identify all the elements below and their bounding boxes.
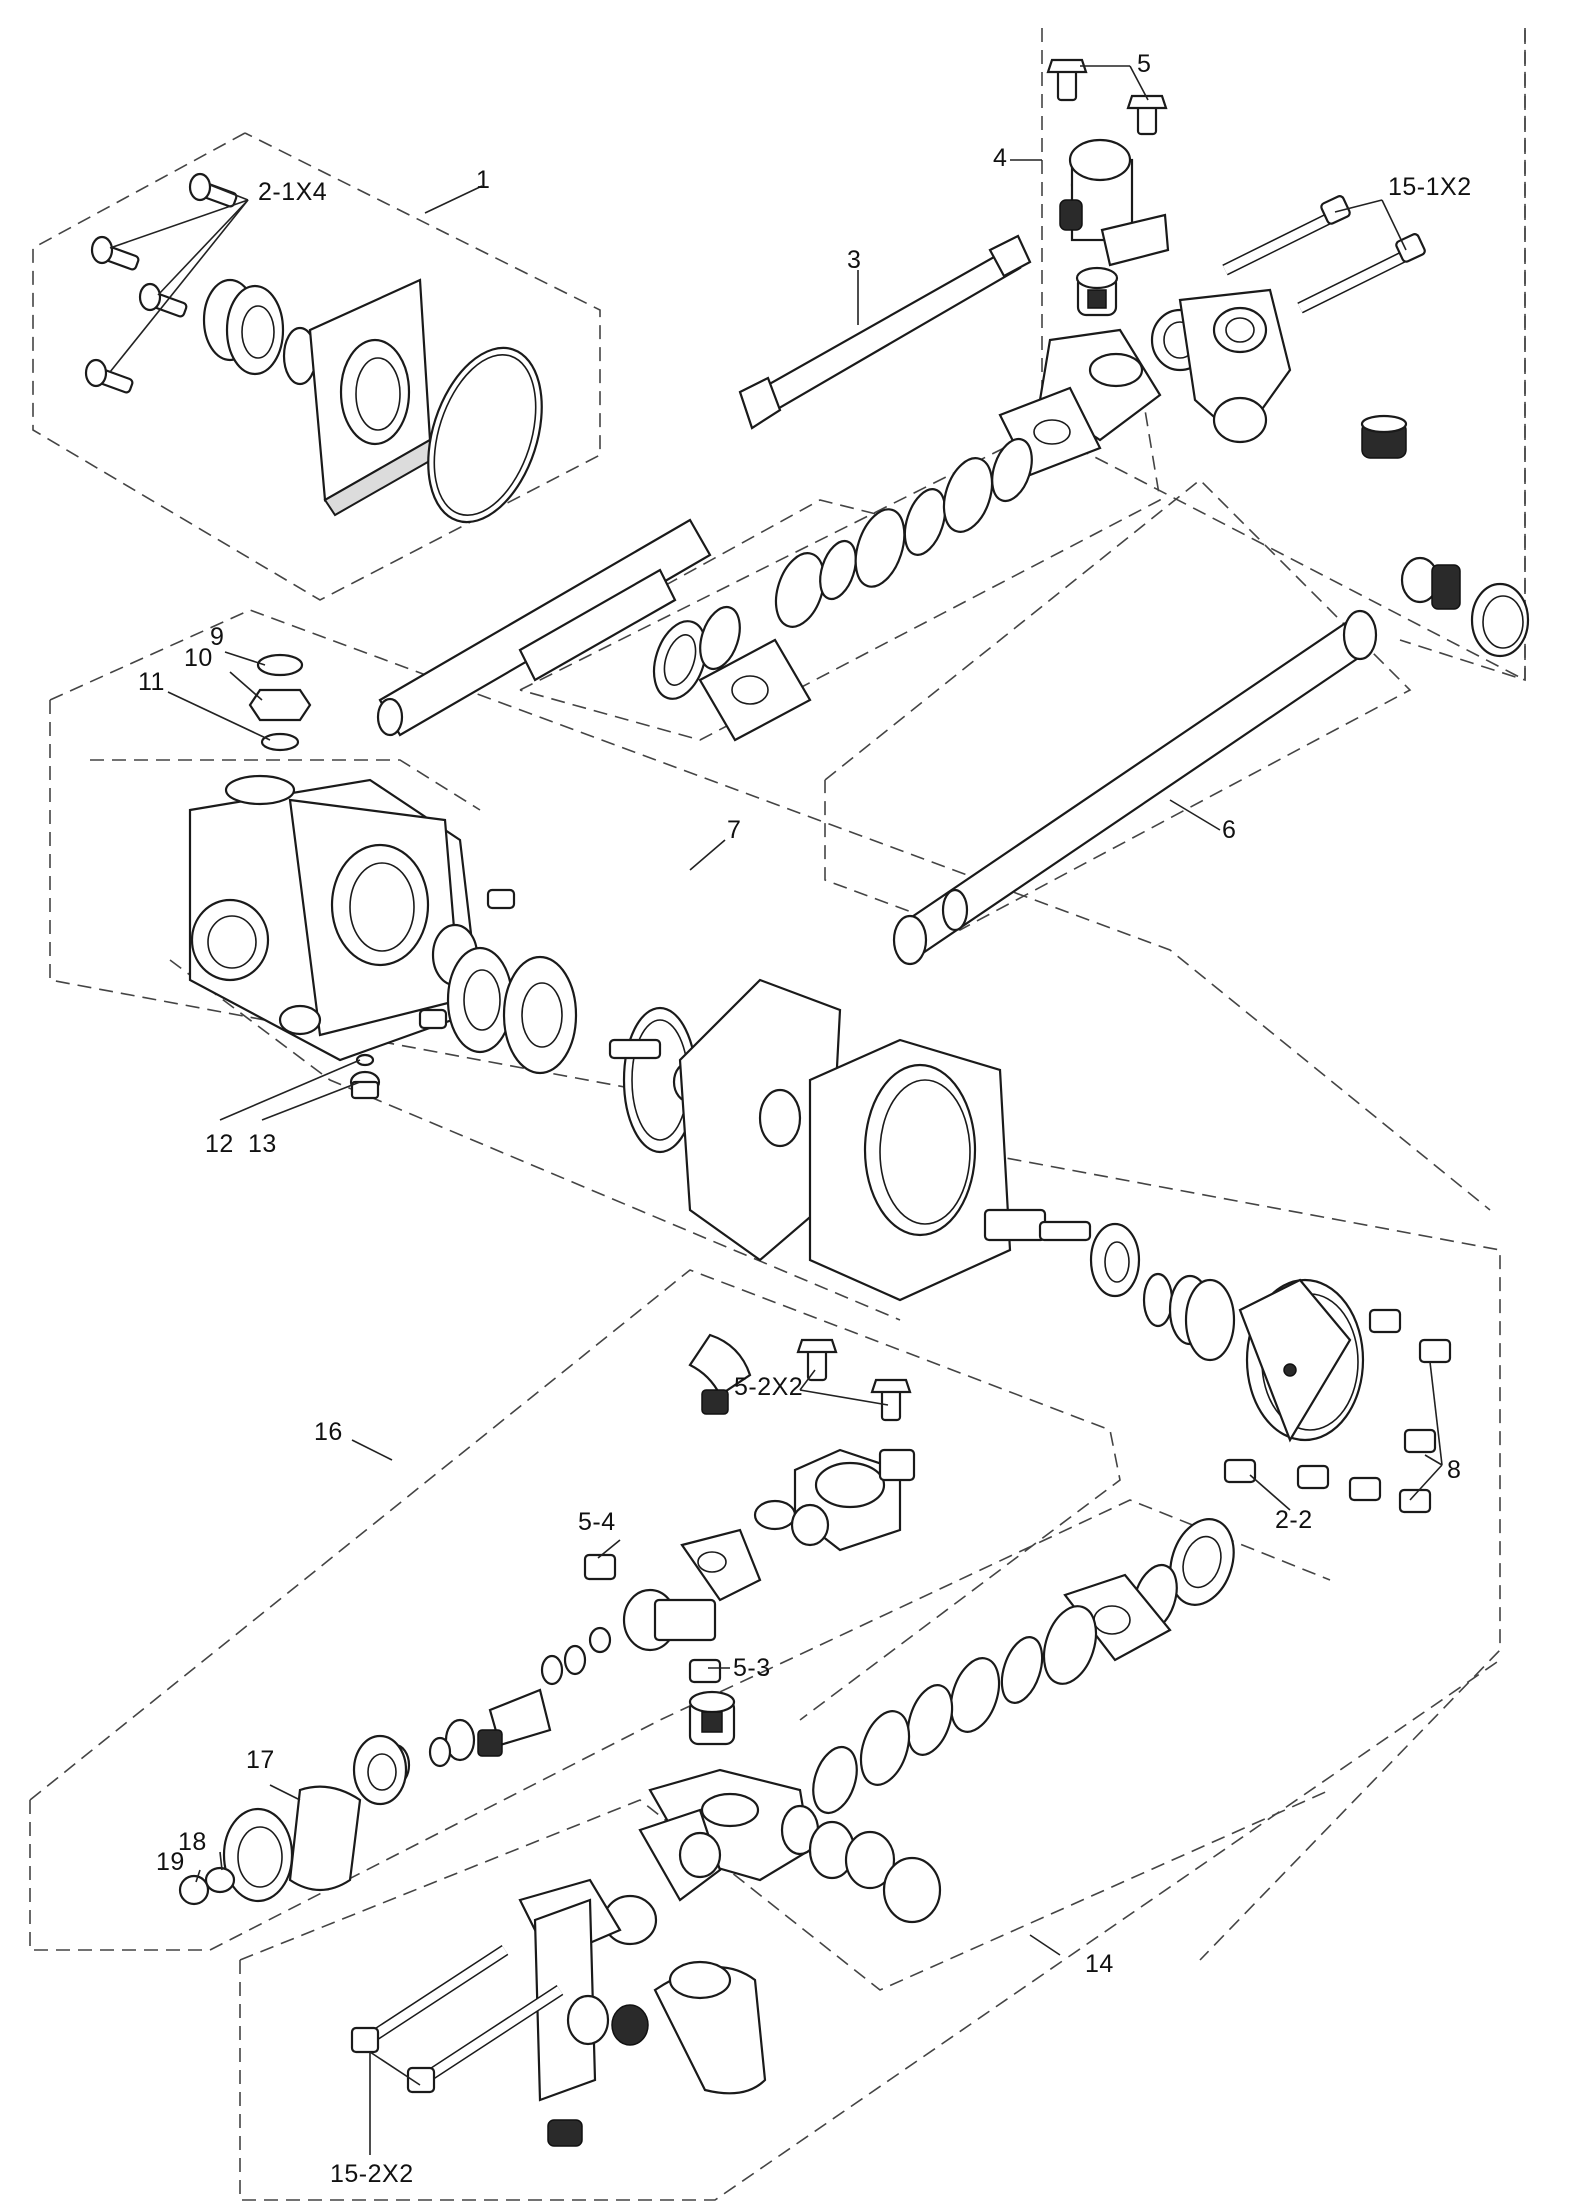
callout-5-3: 5-3 — [733, 1654, 771, 1682]
leader-lines — [109, 65, 1443, 2155]
callout-13: 13 — [248, 1130, 277, 1158]
group-outline-6 — [824, 478, 1412, 931]
callout-2-2: 2-2 — [1275, 1506, 1313, 1534]
lower-manifold-body — [518, 1690, 942, 2147]
callout-17: 17 — [246, 1746, 275, 1774]
group-outline-1 — [32, 132, 601, 601]
callout-2-1x4: 2-1X4 — [258, 178, 327, 206]
pump-housing-7 — [188, 774, 516, 1100]
group-outline-4 — [1041, 28, 1526, 682]
group-outline-right — [1399, 30, 1526, 682]
plug-stack-9-11 — [248, 653, 312, 752]
callout-labels: 1 2-1X4 3 4 5 15-1X2 6 7 9 10 11 12 13 8… — [138, 50, 1472, 2188]
callout-16: 16 — [314, 1418, 343, 1446]
upper-manifold-assembly — [998, 58, 1530, 658]
lower-manifold-assembly — [477, 1333, 916, 1757]
callout-8: 8 — [1447, 1456, 1461, 1484]
assembly-group-outlines — [29, 28, 1526, 2201]
callout-15-2x2: 15-2X2 — [330, 2160, 414, 2188]
screw-set-5 — [1046, 58, 1168, 136]
drive-train — [431, 923, 1365, 1443]
callout-15-1x2: 15-1X2 — [1388, 173, 1472, 201]
callout-10: 10 — [184, 644, 213, 672]
inlet-cover-assembly — [84, 172, 543, 524]
group-outline-16 — [29, 1499, 1331, 1951]
upper-seal-stack — [652, 437, 1033, 742]
callout-3: 3 — [847, 246, 861, 274]
callout-6: 6 — [1222, 816, 1236, 844]
screw-set-8 — [1223, 1308, 1452, 1514]
callout-11: 11 — [138, 668, 165, 696]
group-outline-housing — [169, 959, 901, 1321]
callout-14: 14 — [1085, 1950, 1114, 1978]
callout-1: 1 — [476, 166, 490, 194]
group-outline-9-11 — [90, 759, 481, 811]
long-bolt-set-15-2 — [350, 1944, 564, 2094]
group-outline-7b — [49, 609, 1491, 1211]
group-outline-seals — [519, 378, 1161, 741]
callout-19: 19 — [156, 1848, 185, 1876]
callout-12: 12 — [205, 1130, 234, 1158]
callout-9: 9 — [210, 623, 224, 651]
callout-7: 7 — [727, 816, 741, 844]
piston-shafts — [376, 518, 1378, 966]
lower-seal-stack — [812, 1518, 1235, 1815]
long-bolt-set-15-1 — [1222, 195, 1426, 314]
group-outline-7 — [49, 700, 1501, 1961]
connecting-rod-3 — [738, 234, 1032, 430]
adjust-knob-assembly — [178, 1718, 476, 1906]
callout-5: 5 — [1137, 50, 1151, 78]
callout-5-2x2: 5-2X2 — [734, 1373, 803, 1401]
callout-5-4: 5-4 — [578, 1508, 616, 1536]
group-outline-14b — [239, 1789, 1331, 1991]
group-outline-14 — [239, 1659, 1501, 2201]
callout-4: 4 — [993, 144, 1007, 172]
callout-18: 18 — [178, 1828, 207, 1856]
bolt-set-2-1 — [84, 172, 238, 394]
group-outline-16b — [29, 1269, 1121, 1801]
